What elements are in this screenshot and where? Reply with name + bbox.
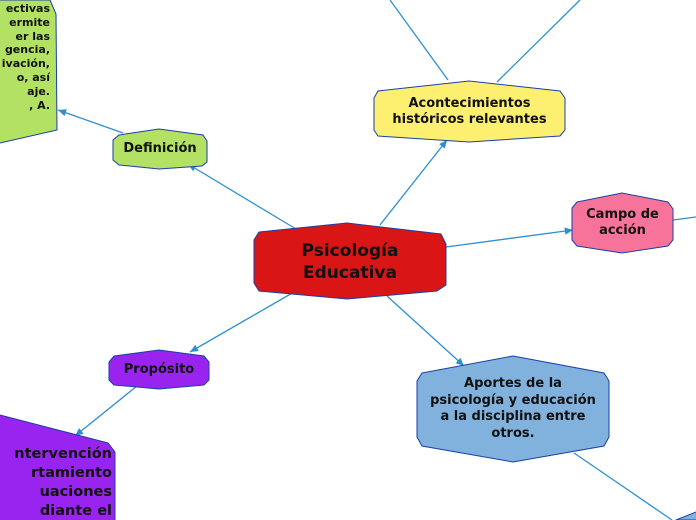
proposito-detail-shape[interactable] xyxy=(0,414,116,520)
acontecimientos-node-shape[interactable] xyxy=(373,80,566,143)
connector-central-to-proposito xyxy=(189,291,295,353)
connector-central-to-acontecimientos xyxy=(379,139,448,226)
connector-central-to-aportes xyxy=(386,295,465,367)
connector-central-to-campo xyxy=(445,227,574,248)
connector-central-to-definicion xyxy=(187,163,297,230)
proposito-node-shape[interactable] xyxy=(108,349,210,390)
campo-node-shape[interactable] xyxy=(571,192,674,254)
central-node-shape[interactable] xyxy=(253,222,447,300)
connector-acontecimientos-up-right xyxy=(496,0,581,83)
aportes-node-shape[interactable] xyxy=(416,355,610,463)
definicion-detail-shape[interactable] xyxy=(0,0,58,144)
connector-acontecimientos-up-left xyxy=(389,0,449,81)
connector-campo-right xyxy=(672,216,696,221)
definicion-node-shape[interactable] xyxy=(112,128,208,170)
connector-aportes-down-right xyxy=(573,452,673,520)
connectors xyxy=(57,0,696,520)
connector-definicion-to-partial xyxy=(57,109,124,134)
aportes-child-edge-shape[interactable] xyxy=(675,511,696,520)
connector-proposito-to-partial xyxy=(74,385,138,437)
